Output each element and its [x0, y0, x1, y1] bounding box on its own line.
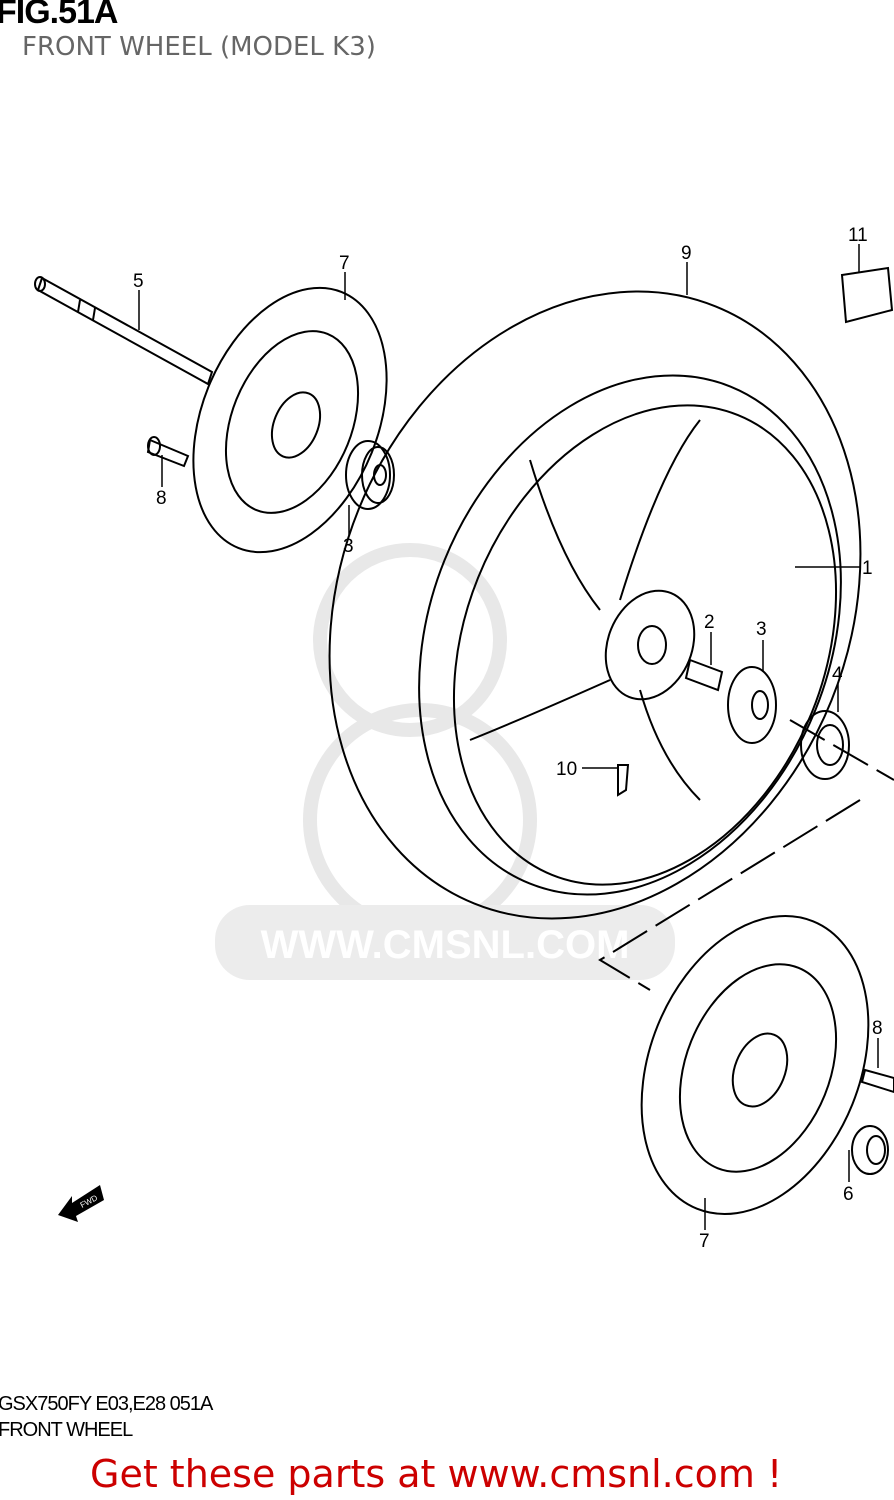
balancer-weight: [840, 266, 894, 324]
spacer-and-bearing: [684, 658, 777, 744]
leader-lines: [138, 244, 879, 1230]
watermark-logo: [215, 543, 675, 980]
callout-6: 6: [843, 1184, 854, 1205]
callout-11: 11: [848, 225, 868, 246]
bolt-and-collar: [851, 1068, 894, 1175]
watermark-text: WWW.CMSNL.COM: [261, 923, 630, 967]
center-line: [598, 719, 894, 991]
callout-3: 3: [756, 619, 767, 640]
callout-2: 2: [704, 612, 715, 633]
brake-disc-right: [640, 915, 870, 1215]
axle: [34, 276, 214, 386]
callout-4: 4: [832, 664, 843, 685]
fwd-arrow-icon: FWD: [58, 1185, 104, 1222]
callout-10: 10: [556, 759, 577, 780]
wheel: [328, 290, 862, 920]
callout-8: 8: [156, 488, 167, 509]
figure-subtitle: FRONT WHEEL (MODEL K3): [22, 32, 376, 62]
callout-7: 7: [339, 253, 350, 274]
promo-link[interactable]: Get these parts at www.cmsnl.com !: [90, 1452, 783, 1496]
figure-number: FIG.51A: [0, 0, 118, 31]
dust-seal: [800, 710, 850, 780]
callout-5: 5: [133, 271, 144, 292]
bolt: [146, 436, 190, 468]
callout-9: 9: [681, 243, 692, 264]
brake-disc-left: [192, 286, 388, 554]
valve: [617, 764, 630, 797]
model-code: GSX750FY E03,E28 051A: [0, 1393, 213, 1415]
callout-3: 3: [343, 536, 354, 557]
callout-1: 1: [862, 558, 873, 579]
callout-8: 8: [872, 1018, 883, 1039]
section-name: FRONT WHEEL: [0, 1419, 133, 1441]
callout-7: 7: [699, 1231, 710, 1252]
